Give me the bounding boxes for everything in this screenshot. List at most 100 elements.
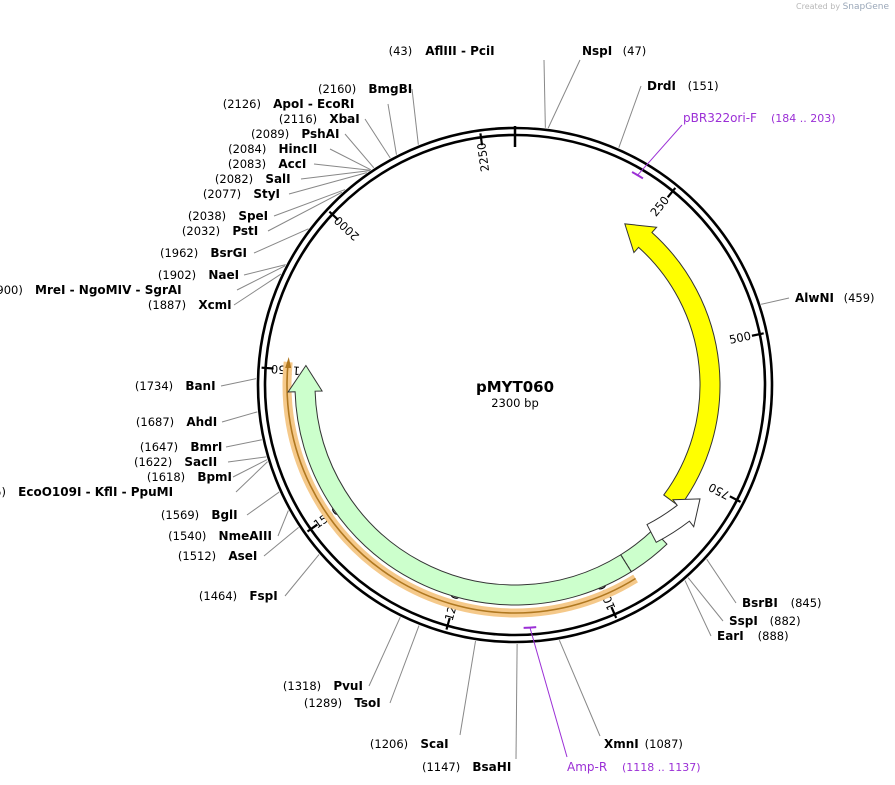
site-position: (1147) [422, 760, 460, 774]
site-bsrgi: BsrGI [210, 246, 247, 260]
primer-arc [631, 171, 644, 180]
site-bmgbi: BmgBI [368, 82, 412, 96]
site-position: (1540) [168, 529, 206, 543]
tick-mark [328, 210, 339, 221]
site-bmri: BmrI [190, 440, 222, 454]
site-position: (1618) [147, 470, 185, 484]
site-scai: ScaI [420, 737, 448, 751]
leader-line [235, 461, 268, 493]
tick-label: 2250 [474, 142, 492, 173]
site-position: (2089) [251, 127, 289, 141]
site-position: (1206) [370, 737, 408, 751]
leader-line [253, 228, 309, 254]
site-position: (1464) [199, 589, 237, 603]
leader-line [687, 577, 724, 622]
site-position: (1962) [160, 246, 198, 260]
leader-line [329, 148, 372, 171]
leader-line [543, 59, 546, 128]
site-position: (1902) [158, 268, 196, 282]
leader-line [558, 639, 601, 737]
leader-line [220, 378, 257, 387]
leader-line [459, 640, 477, 736]
leader-line [263, 526, 299, 557]
leader-line [273, 189, 346, 217]
primer-name: pBR322ori-F [683, 111, 757, 125]
leader-line [684, 580, 712, 637]
tick-mark [666, 187, 677, 198]
site-position: (882) [770, 614, 801, 628]
site-position: (2077) [203, 187, 241, 201]
brand-name: SnapGene [842, 2, 889, 12]
site-hincii: HincII [278, 142, 317, 156]
primer-leader [529, 627, 568, 758]
site-ecoo109i-kfli-ppumi: EcoO109I - KflI - PpuMI [18, 485, 173, 499]
plasmid-name: pMYT060 [476, 378, 554, 396]
tick-mark [479, 133, 484, 146]
primers: pBR322ori-F(184 .. 203)Amp-R(1118 .. 113… [523, 111, 836, 774]
site-position: (1900) [0, 283, 23, 297]
site-sspi: SspI [729, 614, 758, 628]
site-position: (1734) [135, 379, 173, 393]
leader-line [618, 85, 642, 148]
site-asei: AseI [228, 549, 257, 563]
site-tsoi: TsoI [354, 696, 380, 710]
leader-line [227, 456, 267, 463]
tick-mark [751, 332, 764, 337]
site-position: (2032) [182, 224, 220, 238]
primer-range: (1118 .. 1137) [622, 761, 701, 774]
tick-mark [610, 606, 618, 619]
leader-line [232, 459, 268, 478]
leader-line [364, 118, 391, 159]
leader-line [277, 510, 289, 537]
site-bgli: BglI [211, 508, 237, 522]
leader-line [411, 88, 419, 145]
site-bpmi: BpmI [197, 470, 232, 484]
snapgene-watermark: Created by SnapGene [796, 2, 889, 12]
site-position: (43) [389, 44, 413, 58]
leader-line [389, 625, 420, 704]
site-position: (1622) [134, 455, 172, 469]
features [282, 223, 721, 618]
site-position: (888) [758, 629, 789, 643]
site-pvui: PvuI [333, 679, 363, 693]
site-position: (1615) [0, 485, 6, 499]
site-position: (1087) [645, 737, 683, 751]
leader-line [547, 59, 581, 129]
site-position: (1647) [140, 440, 178, 454]
signal-divider [620, 554, 632, 572]
site-position: (1569) [161, 508, 199, 522]
site-position: (459) [844, 291, 875, 305]
tick-label: 750 [706, 480, 732, 503]
primer-name: Amp-R [567, 760, 607, 774]
leader-line [344, 133, 375, 169]
site-bani: BanI [185, 379, 215, 393]
leader-line [313, 163, 371, 171]
site-bsrbi: BsrBI [742, 596, 778, 610]
leader-line [267, 191, 343, 232]
site-position: (1318) [283, 679, 321, 693]
leader-line [243, 264, 286, 276]
leader-line [288, 172, 367, 195]
feature-ampr [287, 364, 633, 606]
feature-ori [624, 223, 721, 508]
site-position: (845) [791, 596, 822, 610]
leader-line [760, 297, 790, 305]
leader-line [221, 411, 258, 423]
site-position: (2116) [279, 112, 317, 126]
tick-mark [445, 617, 451, 630]
site-afliii-pcii: AflIII - PciI [425, 44, 494, 58]
leader-lines [220, 59, 790, 760]
brand-prefix: Created by [796, 2, 841, 11]
site-bsahi: BsaHI [472, 760, 511, 774]
leader-line [236, 265, 286, 291]
site-position: (1512) [178, 549, 216, 563]
tick-mark [729, 495, 742, 503]
site-position: (2083) [228, 157, 266, 171]
tick-mark [306, 523, 318, 533]
site-position: (1289) [304, 696, 342, 710]
site-position: (2160) [318, 82, 356, 96]
plasmid-length: 2300 bp [491, 396, 539, 410]
site-alwni: AlwNI [795, 291, 834, 305]
site-apoi-ecori: ApoI - EcoRI [273, 97, 354, 111]
